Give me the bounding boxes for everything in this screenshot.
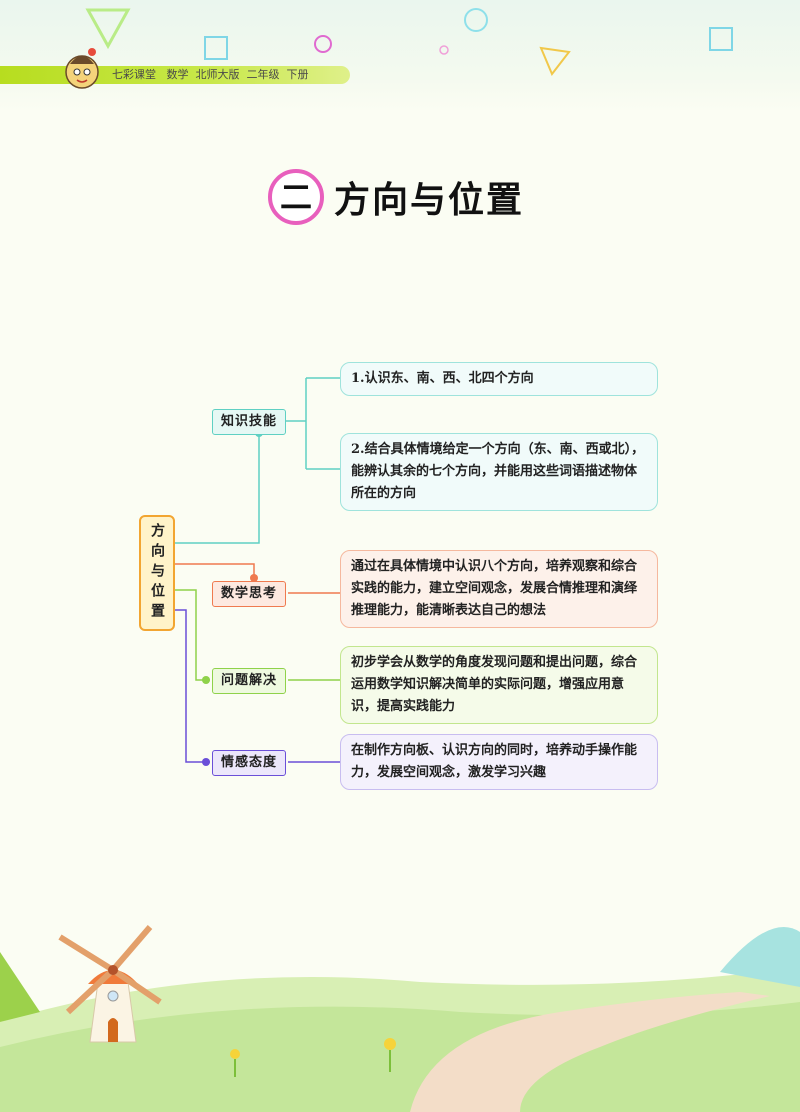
leaf-text: 1.认识东、南、西、北四个方向: [351, 371, 534, 386]
chapter-number-badge: 二: [268, 169, 324, 225]
circle-icon: [464, 8, 488, 32]
leaf-math-thinking: 通过在具体情境中认识八个方向，培养观察和综合实践的能力，建立空间观念，发展合情推…: [340, 550, 658, 628]
mascot-icon: [65, 48, 99, 89]
leaf-text: 2.结合具体情境给定一个方向（东、南、西或北），能辨认其余的七个方向，并能用这些…: [351, 442, 645, 501]
windmill-icon: [58, 925, 162, 1043]
landscape-illustration: [0, 925, 800, 1112]
circle-icon: [314, 35, 332, 53]
mindmap-root: 方向与位置: [139, 515, 175, 631]
tree-icon: [0, 952, 40, 1022]
leaf-attitude: 在制作方向板、认识方向的同时，培养动手操作能力，发展空间观念，激发学习兴趣: [340, 734, 658, 790]
flower-icon: [230, 1038, 396, 1077]
connector-dot: [202, 758, 210, 766]
connector-line: [175, 433, 260, 544]
chapter-number: 二: [279, 178, 312, 216]
leaf-text: 在制作方向板、认识方向的同时，培养动手操作能力，发展空间观念，激发学习兴趣: [351, 743, 638, 780]
connector-dot: [202, 676, 210, 684]
chapter-heading: 二 方向与位置: [268, 168, 524, 226]
leaf-text: 初步学会从数学的角度发现问题和提出问题，综合运用数学知识解决简单的实际问题，增强…: [351, 655, 638, 714]
triangle-icon: [85, 8, 131, 50]
square-icon: [204, 36, 228, 60]
branch-label: 知识技能: [221, 414, 278, 429]
triangle-icon: [539, 46, 571, 76]
branch-label: 问题解决: [221, 673, 278, 688]
leaf-knowledge-1: 1.认识东、南、西、北四个方向: [340, 362, 658, 396]
header-text: 七彩课堂 数学 北师大版 二年级 下册: [112, 68, 309, 81]
connector-line: [175, 589, 210, 681]
connector-dot: [250, 574, 258, 582]
leaf-text: 通过在具体情境中认识八个方向，培养观察和综合实践的能力，建立空间观念，发展合情推…: [351, 559, 638, 618]
branch-attitude: 情感态度: [212, 750, 287, 776]
hill-icon: [720, 927, 800, 987]
connector-line: [175, 609, 210, 763]
branch-problem-solving: 问题解决: [212, 668, 287, 694]
circle-icon: [439, 45, 449, 55]
mindmap-root-label: 方向与位置: [149, 523, 165, 623]
branch-knowledge-skills: 知识技能: [212, 409, 287, 435]
connector-line: [175, 563, 255, 578]
square-icon: [709, 27, 733, 51]
leaf-knowledge-2: 2.结合具体情境给定一个方向（东、南、西或北），能辨认其余的七个方向，并能用这些…: [340, 433, 658, 511]
leaf-problem-solving: 初步学会从数学的角度发现问题和提出问题，综合运用数学知识解决简单的实际问题，增强…: [340, 646, 658, 724]
chapter-title: 方向与位置: [334, 180, 525, 221]
branch-label: 数学思考: [221, 586, 278, 601]
branch-label: 情感态度: [221, 755, 278, 770]
decorative-shapes: [85, 8, 733, 76]
header-band: [0, 0, 800, 110]
branch-math-thinking: 数学思考: [212, 581, 287, 607]
